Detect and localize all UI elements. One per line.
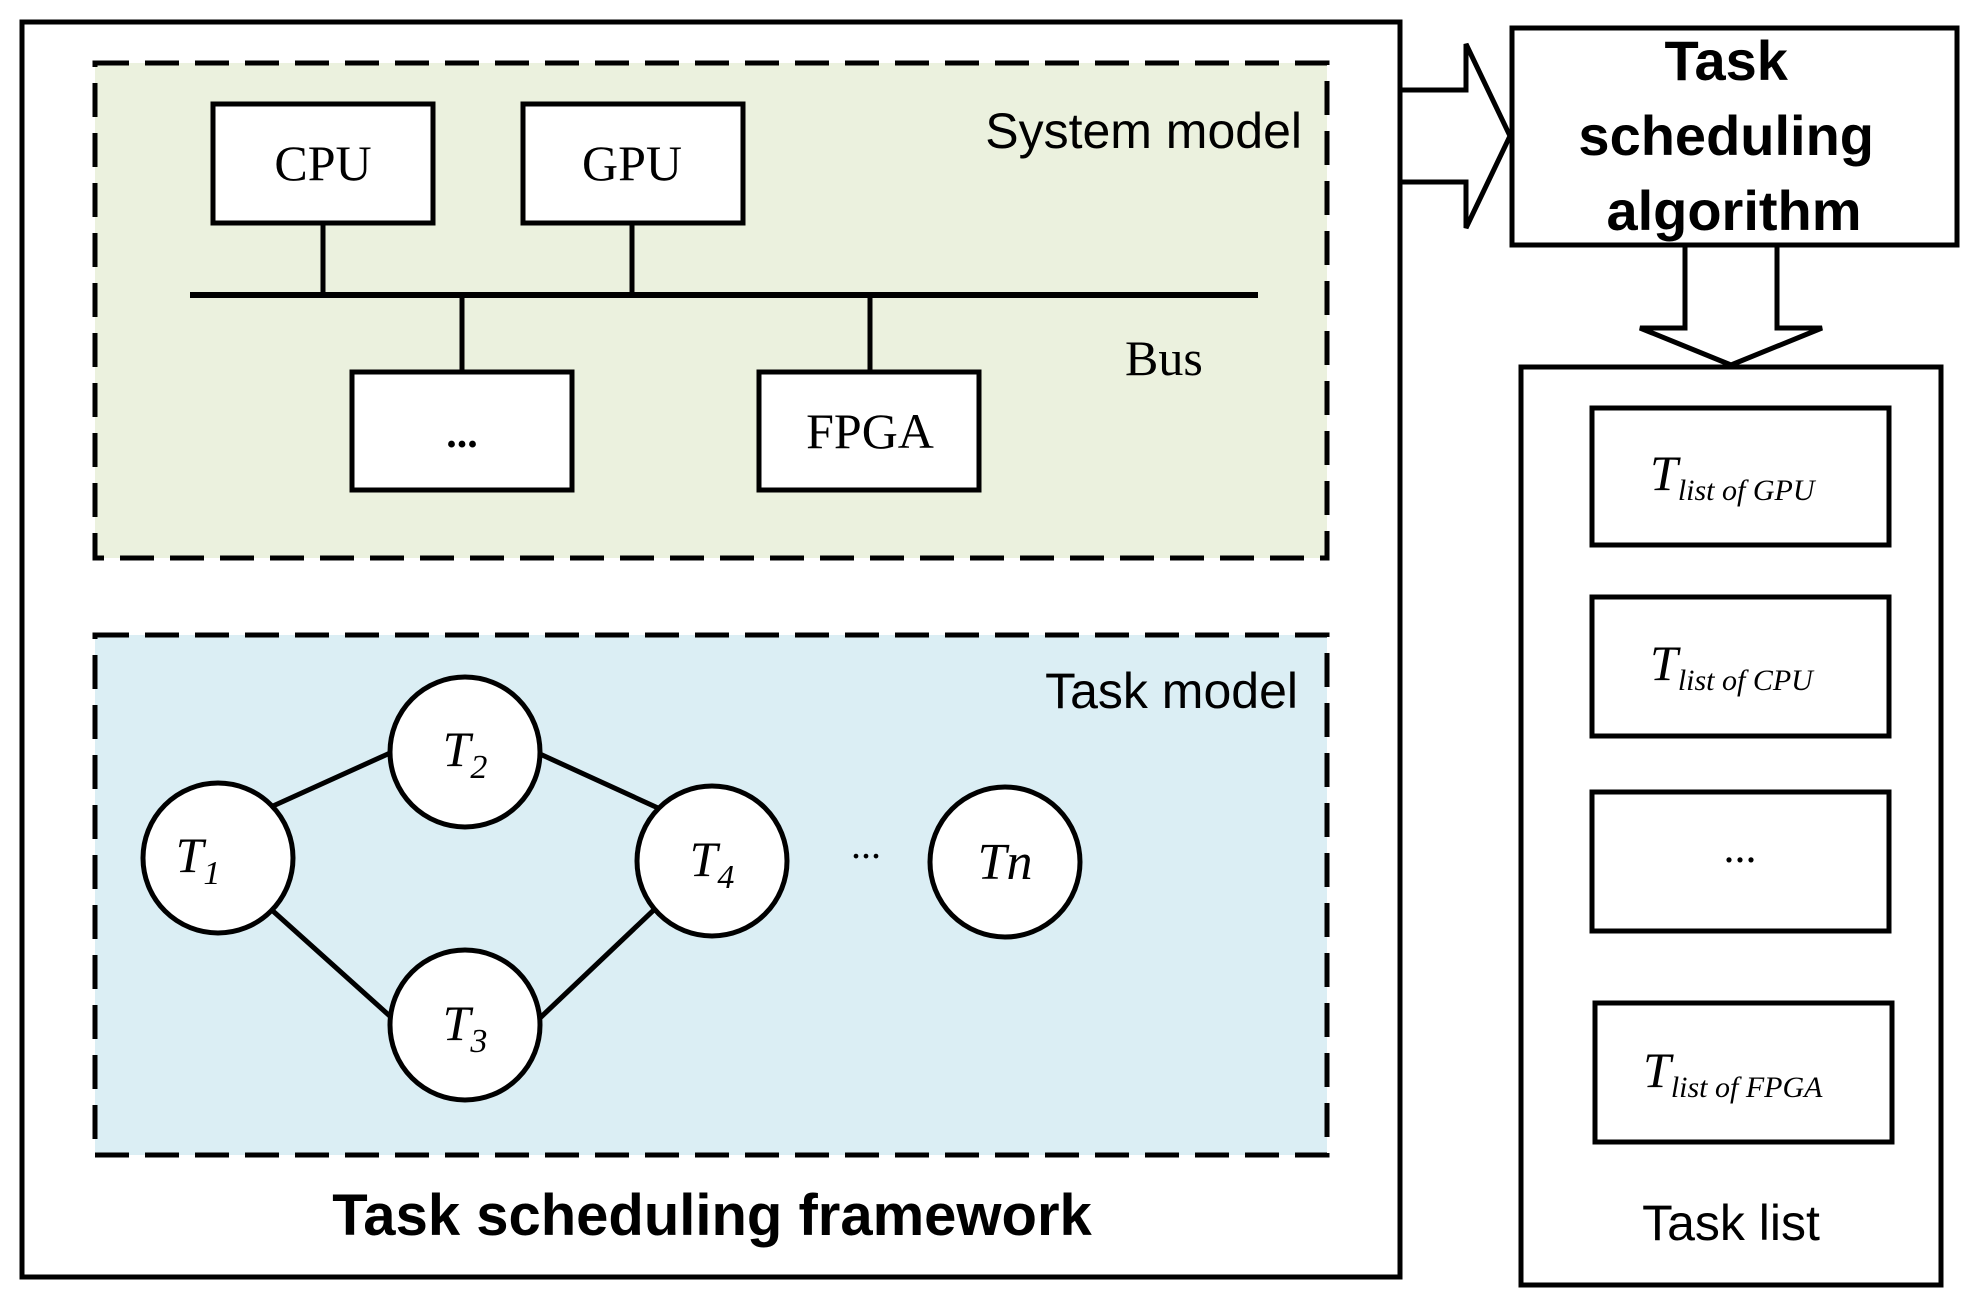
bus-label: Bus (1125, 330, 1203, 386)
algorithm-to-tasklist-arrow (1639, 242, 1823, 368)
task-node-tn (927, 784, 1083, 940)
algorithm-title: Task scheduling algorithm (1578, 29, 1889, 242)
cpu-box (210, 101, 436, 226)
cpu-label: CPU (274, 135, 371, 191)
other-processor-label: ... (446, 411, 478, 457)
task-list-item-gpu-label: Tlist of GPU (1650, 445, 1817, 507)
gpu-box (520, 101, 746, 226)
framework-title: Task scheduling framework (332, 1183, 1092, 1248)
other-processor-box (349, 369, 575, 493)
edge-t1-t3 (262, 901, 394, 1020)
algorithm-title-line-2: scheduling (1578, 104, 1874, 167)
task-model-title: Task model (1045, 663, 1298, 719)
task-list-item-cpu (1589, 594, 1892, 739)
edge-t3-t4 (538, 904, 660, 1020)
task-list-item-cpu-label: Tlist of CPU (1650, 635, 1815, 697)
task-node-t4 (634, 783, 790, 939)
task-node-t4-label: T4 (690, 831, 735, 896)
algorithm-title-line-3: algorithm (1606, 179, 1861, 242)
task-ellipsis: ... (851, 822, 881, 867)
edge-t2-t4 (538, 751, 660, 811)
task-list-item-fpga-label: Tlist of FPGA (1643, 1042, 1823, 1104)
framework-to-algorithm-arrow (1397, 42, 1513, 230)
task-node-t2 (387, 674, 543, 830)
system-model-title: System model (985, 103, 1302, 159)
task-list-title: Task list (1642, 1195, 1820, 1251)
algorithm-box (1509, 25, 1960, 248)
algorithm-title-line-1: Task (1664, 29, 1788, 92)
task-list-item-more-label: ... (1724, 823, 1757, 872)
task-list-item-fpga (1592, 1000, 1895, 1145)
task-list-item-more (1589, 789, 1892, 934)
task-node-t1 (140, 780, 296, 936)
task-node-t3 (387, 947, 543, 1103)
task-node-t2-label: T2 (443, 721, 488, 786)
gpu-label: GPU (582, 135, 682, 191)
task-list-item-gpu (1589, 405, 1892, 548)
task-node-t1-label: T1 (176, 827, 221, 892)
task-node-tn-label: Tn (978, 834, 1033, 891)
task-node-t3-label: T3 (443, 995, 488, 1060)
edge-t1-t2 (271, 750, 392, 809)
fpga-box (756, 369, 982, 493)
fpga-label: FPGA (806, 403, 934, 459)
